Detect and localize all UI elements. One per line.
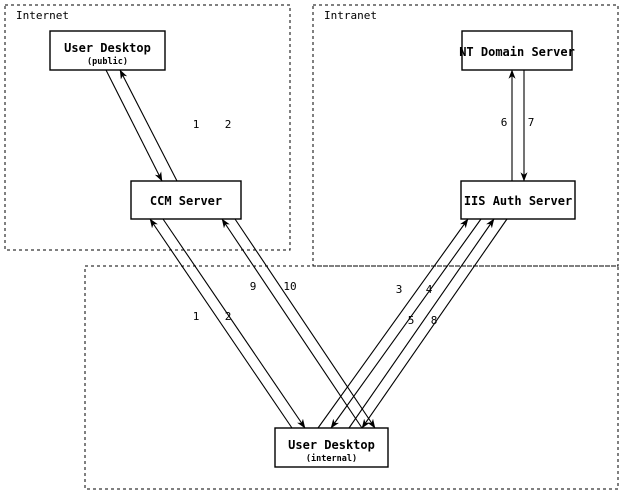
- flow-step-label-6-iis-auth-server: 6: [501, 116, 508, 129]
- flow-arrow-2-ccm-server-to-user-desktop-internal: [162, 218, 306, 429]
- flow-arrow-2-ccm-server-to-user-desktop-public: [119, 69, 178, 182]
- zones-layer: Internet Intranet: [4, 4, 619, 490]
- node-user-desktop-internal: User Desktop(internal): [274, 427, 389, 468]
- flow-step-label-10-ccm-server: 10: [283, 280, 296, 293]
- node-ccm-server: CCM Server: [130, 180, 242, 220]
- node-box-user-desktop-public: [49, 30, 166, 71]
- node-box-iis-auth-server: [460, 180, 576, 220]
- node-user-desktop-public: User Desktop(public): [49, 30, 166, 71]
- node-subtitle-user-desktop-public: (public): [87, 56, 128, 67]
- node-nt-domain-server: NT Domain Server: [459, 30, 575, 71]
- zone-boundary-internet: [4, 4, 291, 251]
- flow-arrow-9-user-desktop-internal-to-ccm-server: [221, 218, 363, 429]
- zone-boundary-intranet: [312, 4, 619, 267]
- flow-step-label-2-ccm-server: 2: [225, 118, 232, 131]
- flow-step-label-4-iis-auth-server: 4: [426, 283, 433, 296]
- zone-internet: Internet: [4, 4, 291, 251]
- flow-step-label-5-user-desktop-internal: 5: [408, 314, 415, 327]
- zone-internal-lan: [84, 265, 619, 490]
- flow-arrow-1-user-desktop-public-to-ccm-server: [105, 69, 163, 182]
- flow-step-label-9-user-desktop-internal: 9: [250, 280, 257, 293]
- node-box-user-desktop-internal: [274, 427, 389, 468]
- node-title-iis-auth-server: IIS Auth Server: [464, 194, 572, 208]
- flow-step-label-7-nt-domain-server: 7: [528, 116, 535, 129]
- flow-step-label-3-user-desktop-internal: 3: [396, 283, 403, 296]
- flow-arrow-10-ccm-server-to-user-desktop-internal: [234, 218, 376, 429]
- flow-arrow-3-user-desktop-internal-to-iis-auth-server: [317, 218, 469, 429]
- flow-step-label-8-iis-auth-server: 8: [431, 314, 438, 327]
- node-box-ccm-server: [130, 180, 242, 220]
- node-title-user-desktop-public: User Desktop: [64, 41, 151, 55]
- node-title-nt-domain-server: NT Domain Server: [459, 45, 575, 59]
- node-title-ccm-server: CCM Server: [150, 194, 222, 208]
- zone-label-intranet: Intranet: [324, 9, 377, 22]
- flow-step-labels-layer: 1 2 1 2 9 10 3 4 5 8 6 7: [193, 116, 535, 327]
- flow-arrow-5-user-desktop-internal-to-iis-auth-server: [348, 218, 495, 429]
- flow-arrow-1-user-desktop-internal-to-ccm-server: [149, 218, 293, 429]
- zone-boundary-internal-lan: [84, 265, 619, 490]
- flow-step-label-1-user-desktop-internal: 1: [193, 310, 200, 323]
- flow-step-label-2-ccm-server: 2: [225, 310, 232, 323]
- flow-arrow-4-iis-auth-server-to-user-desktop-internal: [330, 218, 482, 429]
- flow-arrow-8-iis-auth-server-to-user-desktop-internal: [361, 218, 508, 429]
- zone-label-internet: Internet: [16, 9, 69, 22]
- node-iis-auth-server: IIS Auth Server: [460, 180, 576, 220]
- node-subtitle-user-desktop-internal: (internal): [306, 453, 357, 464]
- node-box-nt-domain-server: [461, 30, 573, 71]
- node-title-user-desktop-internal: User Desktop: [288, 438, 375, 452]
- flows-layer: [105, 69, 528, 429]
- flow-step-label-1-user-desktop-public: 1: [193, 118, 200, 131]
- zone-intranet: Intranet: [312, 4, 619, 267]
